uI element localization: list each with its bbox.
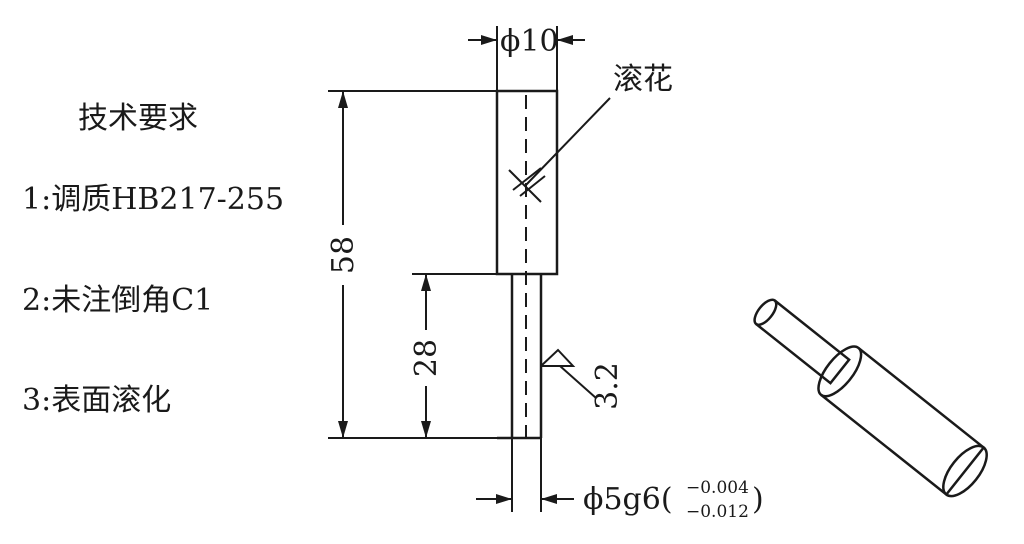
shaft-length-dimension xyxy=(412,273,497,438)
shaft-tolerance-close: ) xyxy=(752,482,764,517)
knurl-leader xyxy=(524,97,611,187)
shaft-length-label: 28 xyxy=(409,339,444,377)
knurl-label: 滚花 xyxy=(613,62,673,97)
top-diameter-dimension xyxy=(468,26,585,91)
top-diameter-label: ϕ10 xyxy=(500,24,559,59)
requirement-2: 2:未注倒角C1 xyxy=(22,283,213,318)
roughness-value: 3.2 xyxy=(590,362,625,410)
shaft-tolerance-lower: −0.012 xyxy=(686,502,749,522)
requirements-title: 技术要求 xyxy=(78,101,198,136)
shaft-tolerance-upper: −0.004 xyxy=(686,478,749,498)
shaft-fit-label: ϕ5g6( xyxy=(583,482,673,517)
overall-length-dimension xyxy=(328,90,497,439)
technical-requirements: 技术要求 1:调质HB217-255 2:未注倒角C1 3:表面滚化 xyxy=(22,101,284,418)
overall-length-label: 58 xyxy=(326,236,361,274)
isometric-view xyxy=(753,298,988,498)
requirement-1: 1:调质HB217-255 xyxy=(22,182,284,217)
knurl-mark xyxy=(508,97,611,203)
roughness-symbol xyxy=(540,348,597,399)
part-outline xyxy=(495,89,559,440)
requirement-3: 3:表面滚化 xyxy=(22,383,171,418)
shaft-diameter-dimension xyxy=(476,438,574,512)
